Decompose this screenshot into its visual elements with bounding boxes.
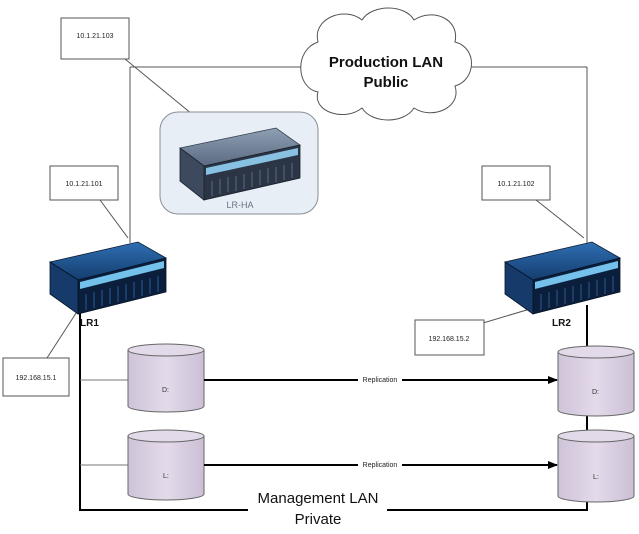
cloud-label-line1: Production LAN: [329, 54, 443, 71]
ip-text-lr-ha: 10.1.21.103: [77, 33, 114, 40]
ip-callout-lr2-private: 192.168.15.2: [414, 319, 485, 356]
ip-callout-lr-ha: 10.1.21.103: [60, 17, 130, 60]
drive-lr2-l-label: L:: [593, 474, 599, 481]
replication-label-d: Replication: [363, 377, 398, 384]
lr-ha-server-icon: [179, 127, 301, 201]
production-lan-links: [129, 66, 588, 243]
ip-callout-lr1-private: 192.168.15.1: [2, 357, 70, 397]
management-lan-label-line1: Management LAN: [258, 490, 379, 507]
replication-arrow-l: Replication: [204, 459, 558, 469]
drive-lr2-d-label: D:: [592, 389, 599, 396]
replication-arrow-d: Replication: [204, 374, 558, 384]
lr1-server-icon: [48, 241, 168, 315]
lr-ha-node: LR-HA: [159, 111, 319, 215]
ip-text-lr2-public: 10.1.21.102: [498, 181, 535, 188]
lr-ha-label: LR-HA: [226, 200, 253, 210]
drive-lr1-l-label: L:: [163, 473, 169, 480]
production-lan-cloud: Production LAN Public: [300, 7, 472, 121]
ip-callout-lr2-public: 10.1.21.102: [481, 165, 551, 201]
lr2-server-icon: [503, 241, 622, 315]
drive-lr1-d-label: D:: [162, 387, 169, 394]
drive-lr1-l: L:: [127, 429, 205, 501]
lr2-label: LR2: [552, 318, 571, 329]
lr1-label: LR1: [80, 318, 99, 329]
drive-lr2-l: L:: [557, 429, 635, 503]
drive-lr2-d: D:: [557, 345, 635, 417]
ip-text-lr2-private: 192.168.15.2: [429, 336, 470, 343]
drive-links: [80, 379, 128, 466]
replication-label-l: Replication: [363, 462, 398, 469]
ip-text-lr1-public: 10.1.21.101: [66, 181, 103, 188]
cloud-label-line2: Public: [363, 74, 408, 91]
ip-callout-lr1-public: 10.1.21.101: [49, 165, 119, 201]
management-lan-label-line2: Private: [295, 511, 342, 528]
drive-lr1-d: D:: [127, 343, 205, 413]
ip-text-lr1-private: 192.168.15.1: [16, 375, 57, 382]
callout-leader-lines: [46, 58, 585, 359]
